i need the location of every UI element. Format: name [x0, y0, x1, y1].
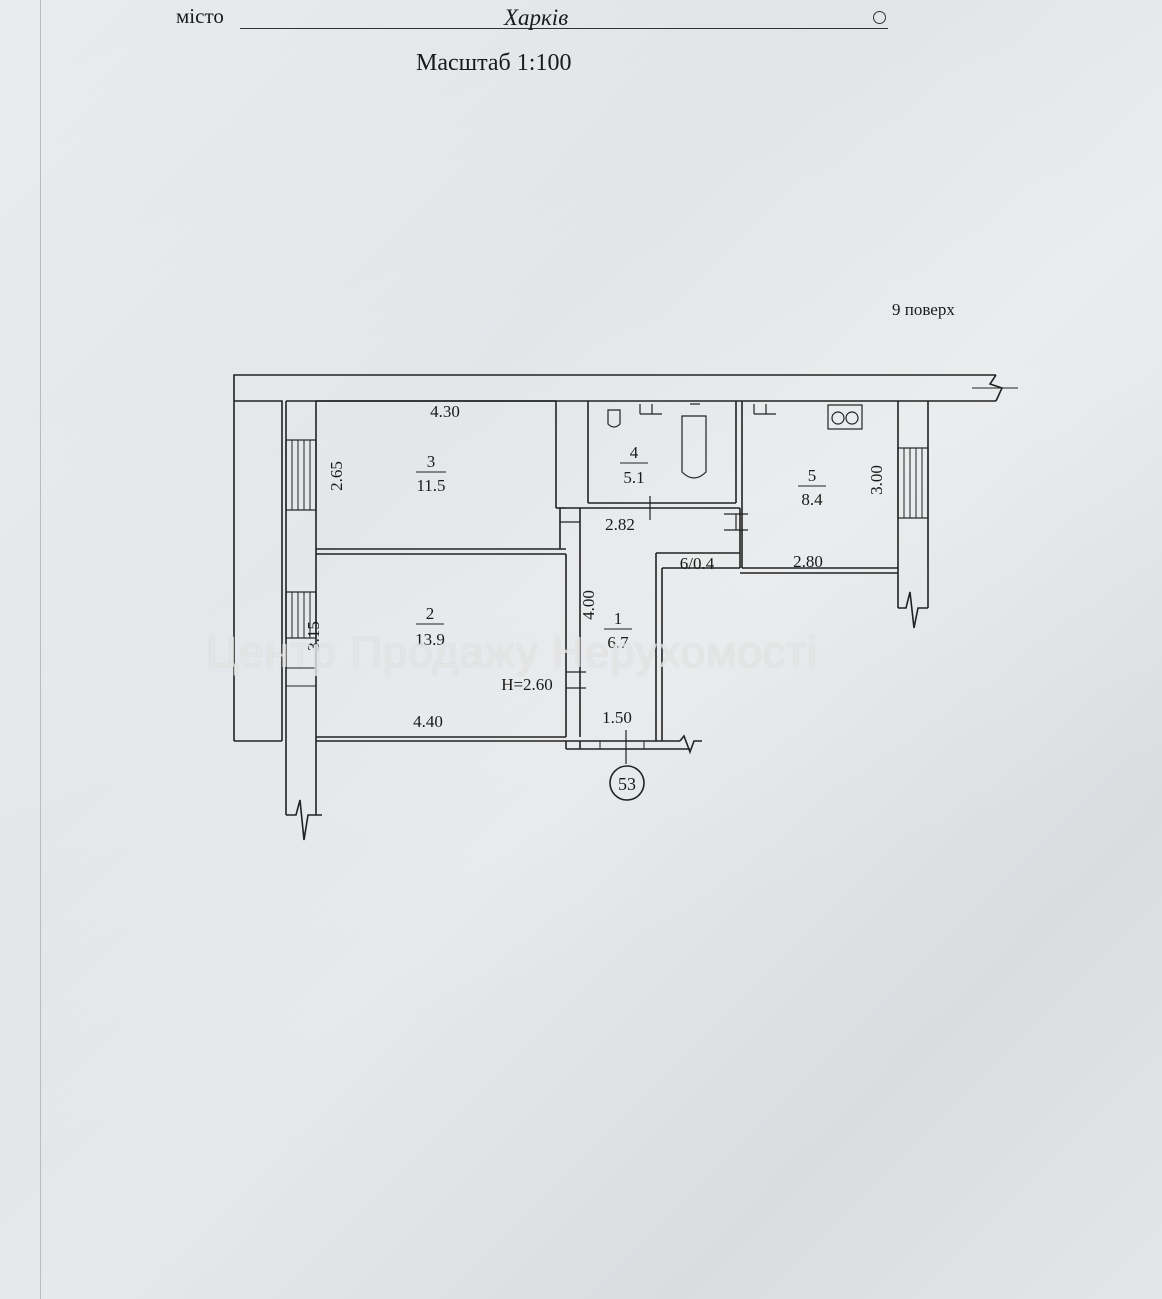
city-value: Харків: [504, 5, 569, 30]
room-2-number: 2: [426, 604, 435, 623]
bathtub-icon: [681, 415, 707, 479]
room-5-area: 8.4: [801, 490, 823, 509]
margin-line: [40, 0, 41, 1299]
dimension-labels: 4.30 2.65 2.82 2.80 3.00 6/0.4 3.15 4.00…: [304, 402, 886, 731]
room-2-area: 13.9: [415, 630, 445, 649]
dim-room2-depth: 3.15: [304, 621, 323, 651]
room-3-number: 3: [427, 452, 436, 471]
circle-mark: [873, 11, 886, 24]
outer-walls: [233, 374, 1018, 841]
room-1-area: 6.7: [607, 633, 629, 652]
room-1-number: 1: [614, 609, 623, 628]
city-underline: [240, 28, 888, 29]
apartment-number-circle: [609, 765, 645, 801]
room-5-number: 5: [808, 466, 817, 485]
city-label: місто: [176, 4, 224, 28]
room-4-area: 5.1: [623, 468, 644, 487]
scale-label: Масштаб 1:100: [416, 50, 572, 76]
watermark: Центр Продажу Нерухомості: [206, 628, 818, 677]
dim-room3-width: 4.30: [430, 402, 460, 421]
dim-entrance-width: 1.50: [602, 708, 632, 727]
dim-room3-depth: 2.65: [327, 461, 346, 491]
interior-walls: [316, 401, 898, 764]
apartment-number: 53: [618, 774, 636, 794]
dim-kitchen-width: 2.80: [793, 552, 823, 571]
toilet-icon: [607, 409, 621, 428]
stove-icon: [827, 404, 863, 430]
dim-closet: 6/0.4: [680, 554, 715, 573]
dim-room2-width: 4.40: [413, 712, 443, 731]
dim-hall-depth: 4.00: [579, 590, 598, 620]
room-3-area: 11.5: [416, 476, 445, 495]
floor-label: 9 поверх: [892, 300, 955, 319]
dim-ceiling-height: H=2.60: [501, 675, 553, 694]
dim-hall-width: 2.82: [605, 515, 635, 534]
room-4-number: 4: [630, 443, 639, 462]
dim-kitchen-depth: 3.00: [867, 465, 886, 495]
bathroom-fixtures: [607, 403, 863, 479]
room-labels: 3 11.5 4 5.1 5 8.4 2 13.9 1 6.7: [415, 443, 826, 652]
